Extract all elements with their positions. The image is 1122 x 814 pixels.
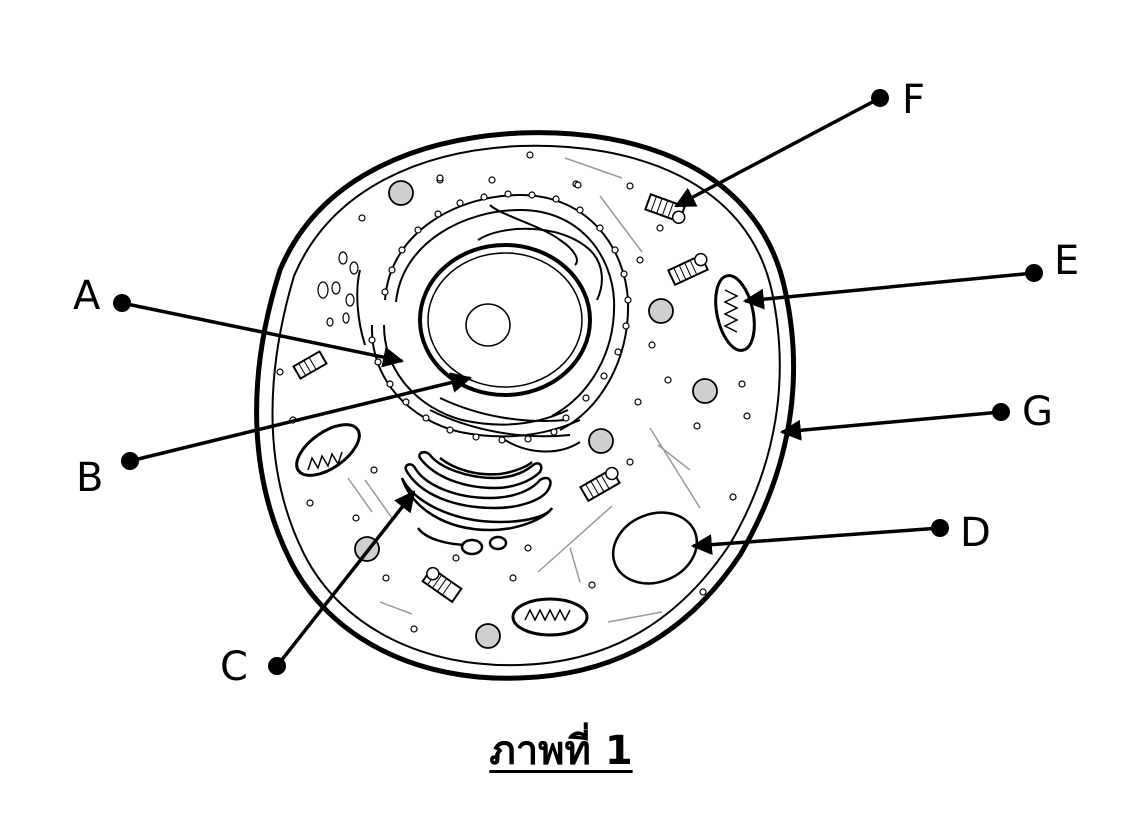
mitochondrion-bottom	[511, 597, 589, 637]
centriole-right	[666, 252, 710, 287]
figure-caption: ภาพที่ 1	[0, 718, 1122, 782]
centriole-top	[644, 193, 686, 224]
leader-line-f	[674, 96, 881, 208]
cell-membrane	[254, 130, 797, 681]
centriole-left	[292, 350, 328, 380]
mitochondrion-left	[295, 423, 361, 477]
label-a: A	[73, 273, 101, 319]
cell-membrane-inner	[271, 144, 781, 667]
nucleus	[418, 243, 592, 397]
label-g: G	[1022, 389, 1053, 435]
cytoskeleton	[347, 157, 701, 623]
label-f: F	[902, 77, 925, 123]
leader-endpoints	[113, 89, 1043, 675]
centriole-middle	[579, 466, 621, 503]
nucleolus	[465, 303, 511, 347]
leader-line-g	[779, 410, 1002, 441]
ribosome-dots	[368, 176, 632, 444]
small-vesicles	[276, 151, 751, 633]
label-b: B	[76, 455, 103, 501]
label-e: E	[1054, 238, 1079, 284]
mitochondrion-right	[714, 274, 756, 352]
golgi-apparatus	[400, 450, 554, 556]
leader-line-d	[690, 526, 941, 556]
leader-lines	[121, 96, 1035, 668]
vacuole	[611, 511, 699, 585]
figure-caption-text: ภาพที่ 1	[489, 728, 633, 774]
leader-line-e	[742, 271, 1035, 310]
leader-line-b	[129, 372, 473, 463]
leader-line-a	[121, 301, 405, 368]
label-c: C	[220, 644, 248, 690]
leader-line-c	[275, 490, 416, 668]
centriole-bottom	[421, 566, 463, 604]
label-d: D	[960, 510, 991, 556]
